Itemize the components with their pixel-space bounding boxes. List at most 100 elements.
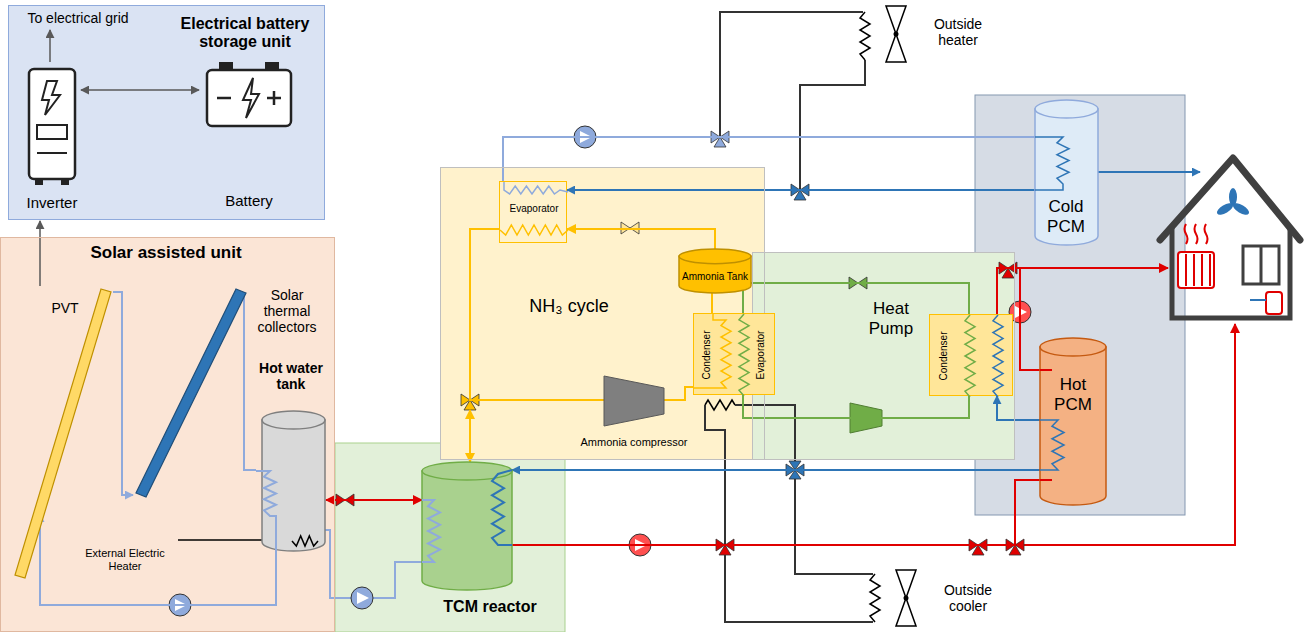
pipe	[1098, 171, 1200, 173]
pipe	[1008, 267, 1168, 269]
valve	[716, 539, 734, 555]
bar	[37, 152, 67, 154]
coil	[965, 315, 975, 397]
pipe-connector	[512, 469, 1040, 471]
coil	[1040, 369, 1052, 371]
compressor: Ammonia compressor	[604, 376, 664, 426]
pipe-connector	[997, 396, 1040, 420]
pipe-connector	[469, 410, 471, 462]
pipe-connector	[711, 293, 713, 313]
node-symbol	[13, 286, 113, 586]
tank-body	[422, 471, 512, 590]
pipe	[720, 12, 863, 137]
storage-tank: Cold PCM	[1035, 100, 1098, 245]
reactor: TCM reactor	[422, 462, 512, 592]
tank-top	[679, 249, 751, 264]
pipe-connector	[512, 480, 1040, 545]
node-label: Outside heater	[923, 16, 993, 48]
node-label: Outside cooler	[933, 582, 1003, 614]
node-label: Ammonia compressor	[581, 436, 688, 449]
pvt-panel: PVT	[13, 286, 113, 586]
pvt-panel	[15, 289, 111, 578]
heat-exchanger: Condenser Evaporator	[693, 313, 775, 395]
fan-hub	[904, 596, 909, 601]
node-label: Evaporator	[510, 203, 559, 215]
node-label: Ammonia Tank	[682, 271, 748, 283]
water-tank: Hot water tank	[256, 351, 326, 566]
node-label: Evaporator	[755, 331, 767, 380]
node-label: NH₃ cycle	[529, 296, 608, 317]
coil	[504, 182, 568, 194]
house-illustration	[1260, 246, 1263, 284]
house-illustration	[1160, 158, 1300, 240]
node-label: Condenser	[938, 332, 950, 381]
collector-panel	[136, 289, 246, 497]
battery-case	[207, 70, 291, 126]
node-label: Inverter	[27, 194, 78, 211]
tank-top	[1035, 100, 1098, 118]
valve	[169, 126, 1031, 616]
foot	[35, 179, 43, 185]
display	[37, 125, 67, 139]
node-symbol	[1040, 338, 1106, 505]
house-illustration	[1185, 224, 1208, 244]
node-label: Solar assisted unit	[90, 243, 241, 263]
panel-fill	[0, 237, 335, 632]
ammonia-tank: Ammonia Tank	[679, 249, 751, 293]
node-label: Condenser	[701, 331, 713, 380]
pipe-connector	[40, 514, 276, 605]
node-label: Electrical battery storage unit	[170, 15, 320, 52]
pipe	[1015, 324, 1235, 545]
pipe-connector	[81, 89, 199, 91]
pipe	[705, 405, 725, 545]
house-illustration	[1172, 226, 1290, 318]
bolt	[42, 81, 60, 115]
coil	[694, 314, 731, 388]
node-symbol	[199, 56, 299, 215]
terminal	[219, 62, 233, 70]
pipe-connector	[664, 387, 693, 400]
pipe	[705, 400, 735, 410]
node-label: TCM reactor	[443, 598, 536, 616]
tank-top	[1040, 338, 1106, 356]
panel: Inverter Battery Electrical battery storag…	[8, 5, 325, 220]
valve	[351, 587, 373, 609]
annotation-label: External Electric Heater	[73, 547, 178, 572]
pipe-connector	[743, 395, 969, 418]
grid-arrow	[50, 30, 51, 62]
panel-fill	[0, 5, 1015, 632]
pipe-connector	[503, 137, 1035, 181]
grid-arrow	[49, 30, 51, 62]
tank-body	[262, 420, 325, 551]
pipe-connector	[326, 499, 422, 501]
polarity-mark	[217, 91, 281, 105]
coil	[1040, 479, 1052, 481]
pipe	[800, 60, 865, 190]
house-illustration	[1266, 292, 1282, 314]
house-illustration	[1229, 188, 1237, 206]
node-label: Hot PCM	[1042, 375, 1104, 414]
house-illustration	[1215, 201, 1235, 217]
valve	[969, 539, 987, 555]
node-symbol	[422, 462, 512, 592]
coil	[492, 470, 512, 545]
static-panels	[335, 443, 565, 632]
compressor-body	[604, 376, 664, 426]
pipe	[725, 545, 873, 622]
node-symbol	[604, 376, 664, 426]
fan-blade	[886, 6, 906, 62]
fan-hub	[894, 32, 899, 37]
coil	[870, 574, 880, 622]
pipe-connector	[244, 293, 256, 470]
coil	[993, 315, 1003, 397]
pipe-connector	[743, 283, 969, 314]
foot	[61, 179, 69, 185]
node-label: Battery	[225, 192, 273, 209]
pipe-connector	[39, 221, 41, 286]
coil	[1040, 420, 1064, 470]
coil	[1035, 137, 1069, 190]
